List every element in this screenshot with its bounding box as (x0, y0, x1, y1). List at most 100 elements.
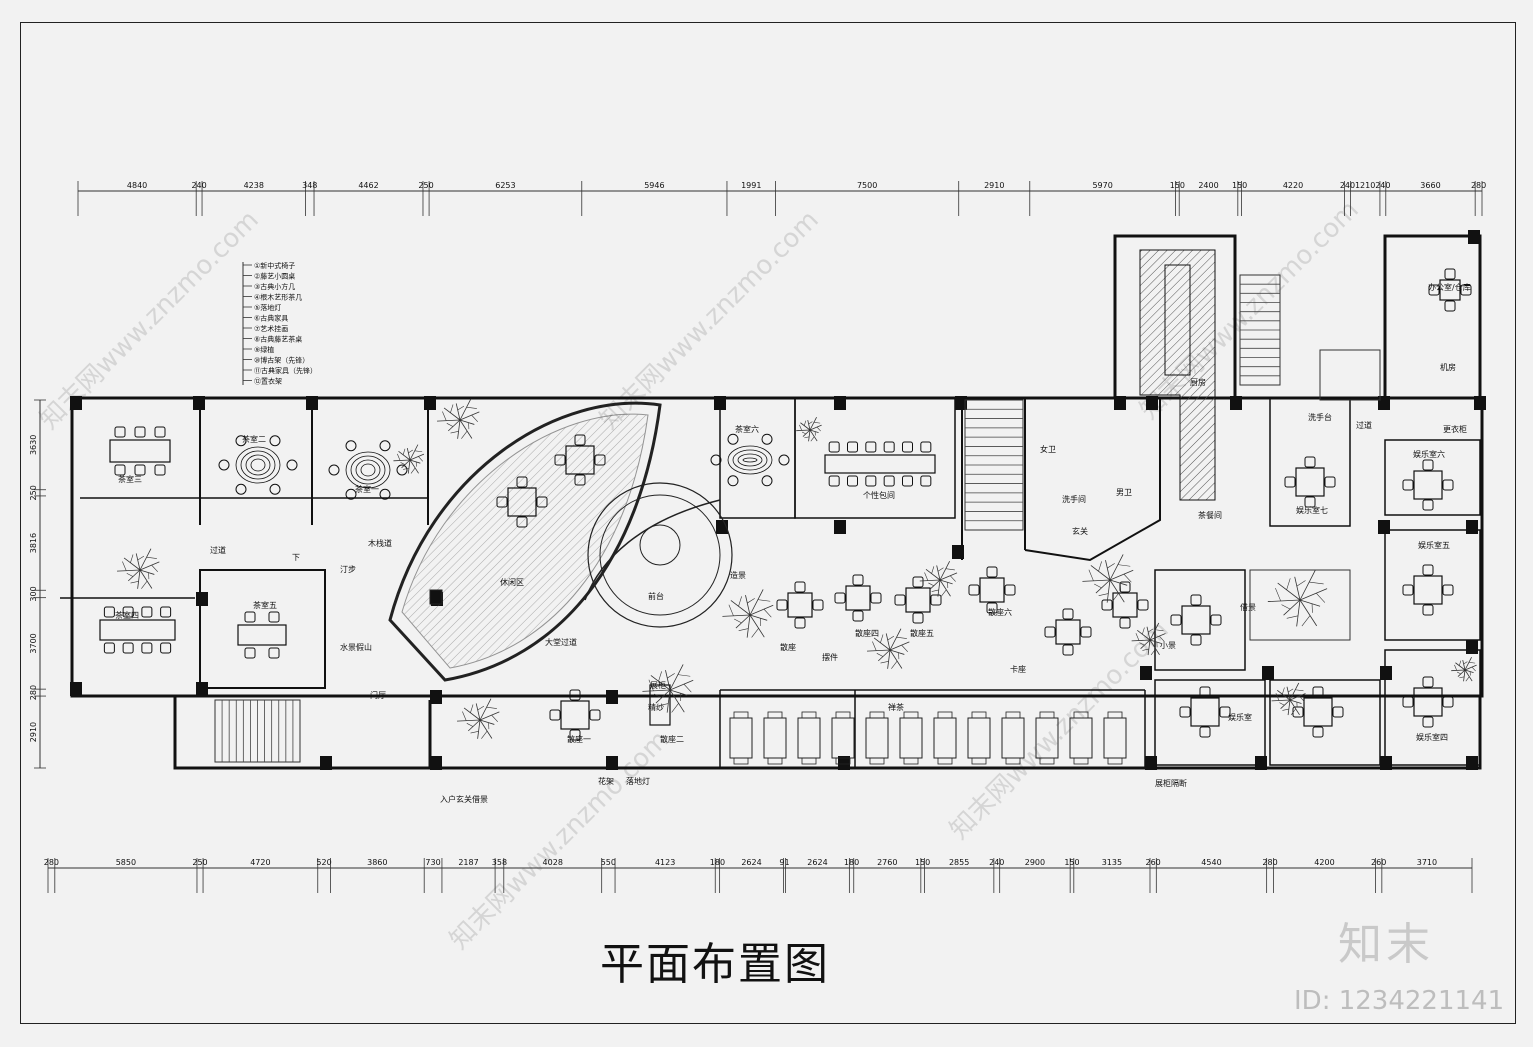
dimension-label: 280 (1262, 858, 1277, 867)
landscape-trees (117, 398, 1477, 739)
booth (1035, 711, 1059, 765)
room-label: 前台 (648, 591, 664, 601)
dimension-label: 7500 (857, 181, 877, 190)
table-set (1284, 456, 1336, 508)
tree (796, 417, 822, 442)
table-set (968, 566, 1016, 614)
dimension-label: 4220 (1283, 181, 1303, 190)
booth (797, 711, 821, 765)
dimension-label: 3860 (367, 858, 387, 867)
room-label: 办公室/仓库 (1428, 282, 1471, 292)
room-label: 女卫 (1040, 444, 1056, 454)
booth (763, 711, 787, 765)
room-label: 娱乐室四 (1416, 732, 1448, 742)
legend-item: ③古典小方几 (254, 282, 295, 291)
room-label: 更衣柜 (1443, 424, 1467, 434)
dimension-label: 2910 (29, 722, 38, 742)
dimension-label: 180 (710, 858, 725, 867)
table-set (1101, 581, 1149, 629)
tree (722, 589, 774, 638)
tree (1271, 682, 1306, 716)
table-set (554, 434, 606, 486)
room-label: 小景 (1160, 641, 1176, 650)
room-label: 茶室一 (355, 484, 379, 494)
room-label: 落地灯 (626, 776, 650, 786)
tree (457, 698, 500, 739)
room-label: 娱乐室七 (1296, 505, 1328, 515)
table-set (99, 606, 176, 654)
table-set (1402, 564, 1454, 616)
dimension-label: 2624 (807, 858, 827, 867)
drawing-frame (20, 22, 1516, 1024)
dimension-label: 3630 (29, 435, 38, 455)
dimension-label: 150 (1232, 181, 1247, 190)
room-label: 散座一 (567, 734, 591, 744)
dimension-label: 2910 (984, 181, 1004, 190)
room-label: 大堂过道 (545, 637, 577, 647)
dimension-label: 5970 (1092, 181, 1112, 190)
room-label: 茶室四 (115, 610, 139, 620)
dimension-label: 150 (1170, 181, 1185, 190)
image-id: ID: 1234221141 (1294, 986, 1505, 1016)
room-label: 男卫 (1116, 488, 1132, 497)
booth (967, 711, 991, 765)
dimension-label: 2187 (458, 858, 478, 867)
dimension-label: 5946 (644, 181, 664, 190)
tree (117, 548, 160, 589)
table-set (1179, 686, 1231, 738)
tree (1267, 569, 1328, 627)
dimension-label: 2400 (1198, 181, 1218, 190)
table-set (1402, 676, 1454, 728)
booth (899, 711, 923, 765)
legend-item: ⑨绿植 (254, 345, 274, 354)
tea-table (710, 433, 790, 487)
dimension-label: 6253 (495, 181, 515, 190)
room-label: 散座 (780, 642, 796, 652)
table-set (894, 576, 942, 624)
kitchen-hatch (1139, 249, 1216, 501)
room-label: 个性包间 (863, 490, 895, 500)
tree (1451, 657, 1477, 682)
dimension-label: 1991 (741, 181, 761, 190)
stairs (214, 274, 1381, 763)
dimension-label: 280 (29, 685, 38, 700)
table-set (1428, 268, 1472, 312)
room-label: 下 (292, 553, 300, 562)
table-set (1292, 686, 1344, 738)
room-label: 茶室六 (735, 424, 759, 434)
room-label: 禅茶 (888, 702, 904, 712)
dimension-label: 280 (44, 858, 59, 867)
tree (1082, 554, 1134, 603)
dimension-label: 4540 (1201, 858, 1221, 867)
dimension-label: 3135 (1102, 858, 1122, 867)
room-label: 娱乐室 (1228, 712, 1252, 722)
table-set (237, 611, 287, 659)
dimension-label: 5850 (116, 858, 136, 867)
legend-item: ⑧古典藤艺茶桌 (254, 335, 302, 344)
room-label: 花架 (598, 776, 614, 786)
legend-item: ①新中式椅子 (254, 261, 295, 270)
dimension-label: 550 (601, 858, 616, 867)
room-label: 卡座 (1010, 664, 1026, 674)
dimension-label: 3700 (29, 633, 38, 653)
legend-item: ⑦艺术挂画 (254, 324, 288, 333)
dimension-label: 3660 (1420, 181, 1440, 190)
dimension-label: 250 (29, 485, 38, 500)
booth (1001, 711, 1025, 765)
dimension-label: 520 (316, 858, 331, 867)
room-label: 玄关 (1072, 526, 1088, 536)
room-label: 造景 (730, 570, 746, 580)
tree (393, 444, 425, 474)
dimension-label: 4238 (244, 181, 264, 190)
furniture (99, 268, 1472, 741)
dimension-label: 250 (418, 181, 433, 190)
legend-item: ⑩博古架（先锋） (254, 356, 309, 365)
room-label: 茶室三 (118, 474, 142, 484)
dimension-label: 260 (1146, 858, 1161, 867)
dimension-label: 3816 (29, 533, 38, 553)
room-label: 入户玄关借景 (440, 794, 488, 804)
room-label: 茶室二 (242, 434, 266, 444)
dimension-label: 4840 (127, 181, 147, 190)
